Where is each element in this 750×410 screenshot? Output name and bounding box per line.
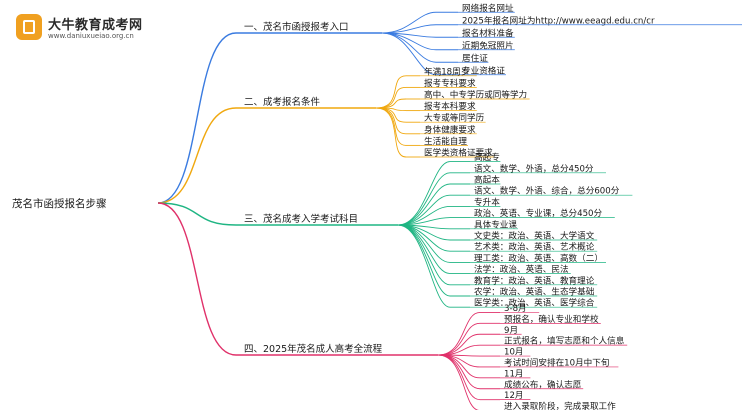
logo-icon <box>16 14 42 40</box>
leaf-connector <box>437 354 481 390</box>
leaf-connector <box>375 86 407 109</box>
leaf-label: 法学：政治、英语、民法 <box>474 263 569 275</box>
leaf-connector <box>397 224 451 286</box>
leaf-connector <box>437 322 481 356</box>
leaf-connector <box>375 107 407 135</box>
leaf-label: 考试时间安排在10月中下旬 <box>504 356 610 368</box>
leaf-label: 艺术类：政治、英语、艺术概论 <box>474 241 595 253</box>
leaf-label: 医学类：政治、英语、医学综合 <box>474 297 595 309</box>
leaf-connector <box>397 224 451 308</box>
branch-connector <box>157 202 237 226</box>
leaf-connector <box>381 24 437 34</box>
leaf-label: 报名材料准备 <box>462 27 514 39</box>
branch-label: 一、茂名市函授报考入口 <box>244 21 349 33</box>
leaf-label: 12月 <box>504 390 524 401</box>
leaf-label: 具体专业课 <box>474 218 517 230</box>
leaf-label: 农学：政治、英语、生态学基础 <box>474 286 594 298</box>
leaf-label: 居住证 <box>462 52 488 64</box>
branch-label: 四、2025年茂名成人高考全流程 <box>244 343 383 355</box>
leaf-connector <box>381 32 437 51</box>
leaf-label: 高起本 <box>474 174 500 186</box>
leaf-label: 报考本科要求 <box>424 100 476 112</box>
leaf-connector <box>381 32 437 76</box>
leaf-label: 身体健康要求 <box>424 123 476 135</box>
leaf-label: 成绩公布，确认志愿 <box>504 378 582 390</box>
leaf-label: 教育学：政治、英语、教育理论 <box>474 274 595 286</box>
leaf-label: 正式报名，填写志愿和个人信息 <box>504 335 625 347</box>
leaf-label: 文史类：政治、英语、大学语文 <box>474 230 595 242</box>
branch-connector <box>157 32 237 204</box>
branch-connector <box>157 202 237 356</box>
leaf-connector <box>397 172 451 226</box>
leaf-label: 报考专科要求 <box>424 77 476 89</box>
leaf-label: 9月 <box>504 325 518 336</box>
leaf-label: 10月 <box>504 347 524 358</box>
leaf-label: 预报名，确认专业和学校 <box>504 313 599 325</box>
leaf-connector <box>397 161 451 226</box>
leaf-label: 医学类资格证要求 <box>424 147 493 159</box>
leaf-connector <box>437 344 481 356</box>
leaf-label: 理工类：政治、英语、高数（二） <box>474 252 603 264</box>
leaf-label: 生活能自理 <box>424 135 467 147</box>
leaf-label: 专业资格证 <box>462 64 505 76</box>
leaf-label: 专升本 <box>474 196 500 208</box>
leaf-connector <box>381 32 437 63</box>
leaf-label: 网络报名网址 <box>462 2 514 14</box>
leaf-label: 政治、英语、专业课，总分450分 <box>474 207 603 219</box>
leaf-connector <box>437 354 480 410</box>
leaf-label: 年满18周岁 <box>424 65 469 77</box>
leaf-connector <box>375 75 407 109</box>
leaf-label: 进入录取阶段，完成录取工作 <box>504 400 616 410</box>
leaf-label: 高起专 <box>474 151 500 163</box>
branch-connector <box>157 107 237 204</box>
leaf-label: 高中、中专学历或同等学力 <box>424 89 527 101</box>
leaf-connector <box>375 107 407 158</box>
leaf-label: 近期免冠照片 <box>462 39 514 51</box>
logo-url: www.daniuxueiao.org.cn <box>48 32 134 40</box>
leaf-label: 11月 <box>504 368 524 379</box>
leaf-label: 大专或等同学历 <box>424 112 485 124</box>
leaf-label: 3-8月 <box>504 303 527 314</box>
leaf-label: 2025年报名网址为http://www.eeagd.edu.cn/cr <box>462 14 655 26</box>
leaf-label: 语文、数学、外语、综合，总分600分 <box>474 185 620 197</box>
leaf-connector <box>437 354 481 368</box>
leaf-label: 语文、数学、外语，总分450分 <box>474 162 594 174</box>
branch-label: 三、茂名成考入学考试科目 <box>244 213 358 225</box>
leaf-connector <box>397 224 451 297</box>
root-node: 茂名市函授报名步骤 <box>12 197 107 210</box>
logo-title: 大牛教育成考网 <box>48 18 143 33</box>
leaf-connector <box>437 354 481 401</box>
branch-label: 二、成考报名条件 <box>244 96 321 108</box>
